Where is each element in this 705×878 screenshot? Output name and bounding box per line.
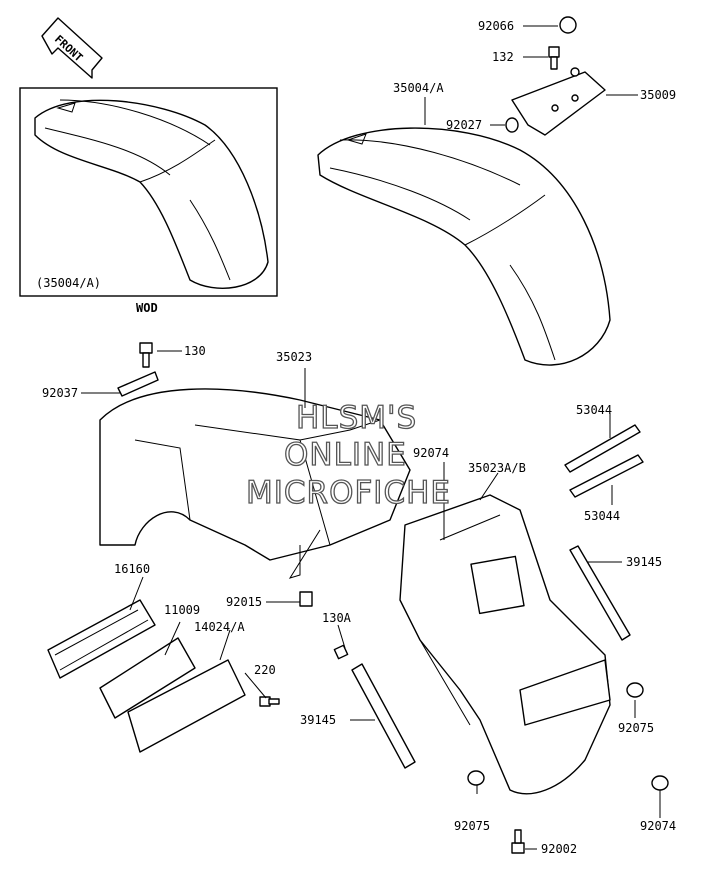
grommet-92027-icon [505,117,519,133]
callout-35009: 35009 [640,88,676,102]
callout-39145-right: 39145 [626,555,662,569]
rail-53044-top-icon [564,424,641,473]
rail-53044-bottom-icon [569,454,644,498]
callout-92015: 92015 [226,595,262,609]
watermark: HLSM'S ONLINE MICROFICHE [245,399,451,511]
rear-fender-rear-35023ab [399,494,611,795]
inset-frame: (35004/A) [19,87,278,297]
screw-220-icon [259,696,280,707]
callout-220: 220 [254,663,276,677]
bolt-92002-icon [511,829,525,854]
strip-39145-left-icon [351,663,416,769]
callout-92075-right: 92075 [618,721,654,735]
watermark-line-1: HLSM'S [296,400,417,436]
cap-92075-right-icon [626,682,644,698]
bolt-130a-icon [333,644,349,660]
inset-caption: WOD [136,301,158,315]
callout-130: 130 [184,344,206,358]
watermark-line-2: ONLINE [284,437,407,473]
clip-92015-icon [299,591,313,607]
watermark-line-3: MICROFICHE [246,475,451,511]
callout-14024a: 14024/A [194,620,245,634]
callout-53044-bottom: 53044 [584,509,620,523]
plate-14024a-icon [127,659,246,753]
callout-92074-top: 92074 [413,446,449,460]
callout-35023ab: 35023A/B [468,461,526,475]
callout-92066: 92066 [478,19,514,33]
bolt-130-icon [139,342,153,368]
callout-130a: 130A [322,611,352,625]
reflector-16160 [47,599,156,679]
callout-92075-left: 92075 [454,819,490,833]
front-arrow-icon: FRONT [41,17,103,79]
callout-53044-top: 53044 [576,403,612,417]
callout-92074-bottom: 92074 [640,819,676,833]
cap-92075-left-icon [467,770,485,786]
callout-35023: 35023 [276,350,312,364]
callout-labels: 92066 132 35004/A 35009 92027 130 35023 … [42,19,676,856]
callout-92027: 92027 [446,118,482,132]
inset-label: (35004/A) [36,276,101,290]
bolt-132-icon [548,46,560,70]
callout-132: 132 [492,50,514,64]
bracket-35009 [511,67,606,136]
bracket-92037-icon [117,371,159,397]
callout-35004a: 35004/A [393,81,444,95]
front-fender [317,127,611,366]
strip-39145-right-icon [569,545,631,641]
callout-11009: 11009 [164,603,200,617]
callout-92037: 92037 [42,386,78,400]
cap-92074-right-icon [651,775,669,791]
leader-lines [81,25,661,850]
inset-fender [34,99,269,289]
callout-16160: 16160 [114,562,150,576]
cap-92066-icon [559,16,577,34]
gasket-11009-icon [99,637,196,719]
callout-39145-left: 39145 [300,713,336,727]
rear-fender-front-35023 [99,388,411,579]
callout-92002: 92002 [541,842,577,856]
